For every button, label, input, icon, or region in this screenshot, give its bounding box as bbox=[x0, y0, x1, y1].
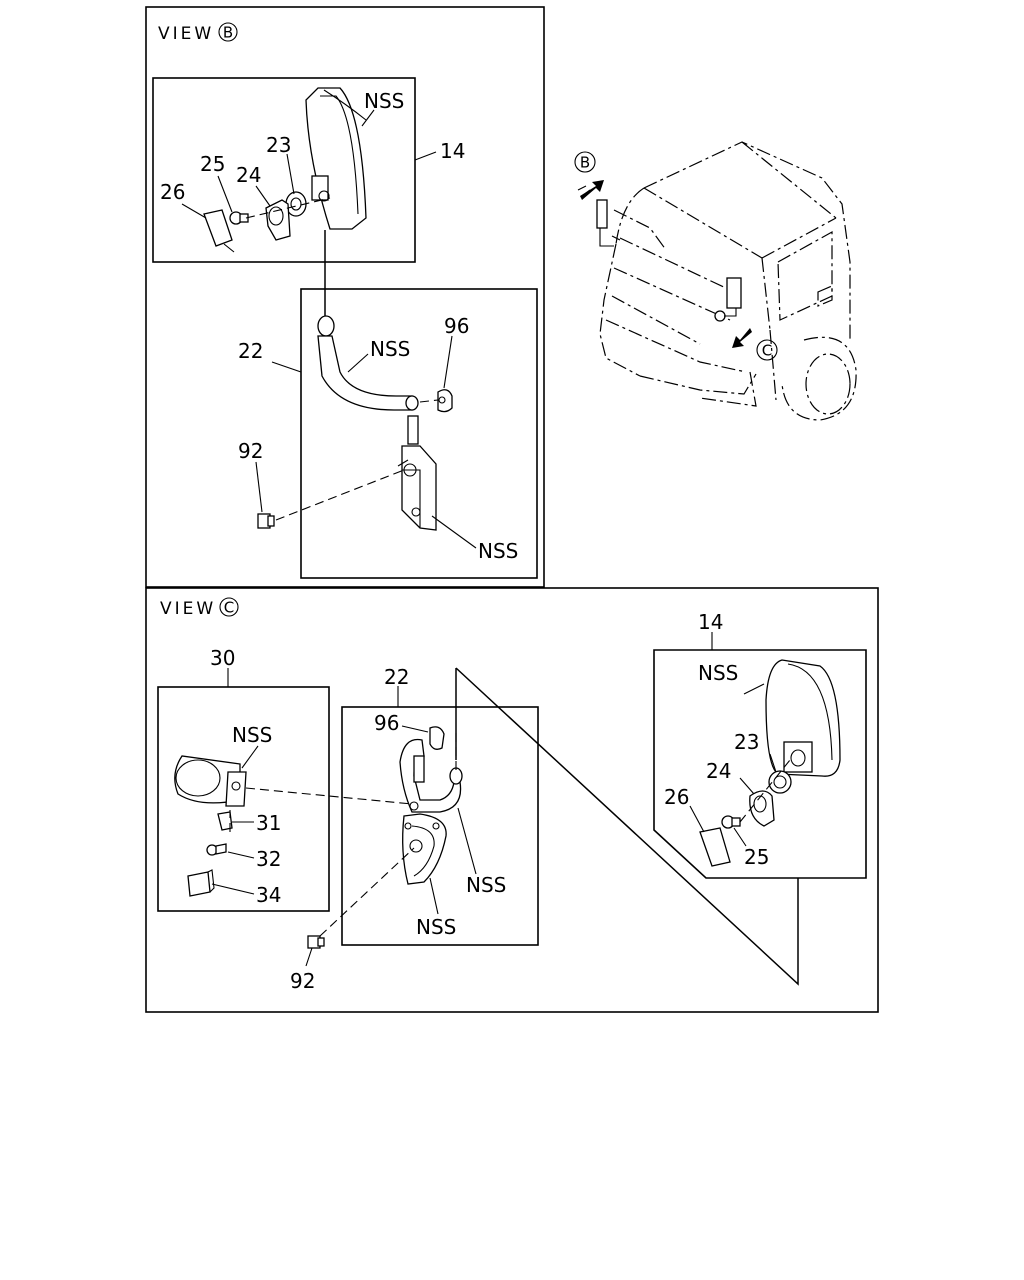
label-nss-mirror-b: NSS bbox=[364, 89, 404, 113]
label-23-c: 23 bbox=[734, 730, 759, 754]
label-31-c: 31 bbox=[256, 811, 281, 835]
label-34-c: 34 bbox=[256, 883, 281, 907]
truck-cab-overview: B C bbox=[574, 141, 857, 421]
label-25-c: 25 bbox=[744, 845, 769, 869]
view-c-panel: VIEW C 30 bbox=[145, 587, 879, 1013]
view-b-title: VIEW bbox=[158, 24, 214, 44]
view-b-part-23 bbox=[285, 191, 307, 217]
view-c-letter: C bbox=[224, 599, 234, 617]
label-96-c: 96 bbox=[374, 711, 399, 735]
view-c-part-23 bbox=[768, 770, 792, 794]
label-nss-bracket-c: NSS bbox=[416, 915, 456, 939]
view-c-part-25 bbox=[721, 815, 741, 829]
view-b-mount-bracket bbox=[397, 445, 437, 531]
label-26-c: 26 bbox=[664, 785, 689, 809]
label-nss-stay-c: NSS bbox=[466, 873, 506, 897]
view-c-stay-box: 22 96 NSS NSS bbox=[319, 665, 539, 946]
view-b-part-92-bolt bbox=[257, 513, 275, 529]
view-c-under-mirror bbox=[174, 755, 247, 807]
label-92-c: 92 bbox=[290, 969, 315, 993]
view-b-panel: VIEW B bbox=[145, 6, 545, 588]
view-c-part-26 bbox=[699, 827, 731, 867]
view-c-mirror-head bbox=[765, 659, 841, 777]
marker-b: B bbox=[574, 151, 596, 173]
label-25-b: 25 bbox=[200, 152, 225, 176]
view-b-stay-arm bbox=[317, 315, 419, 411]
view-c-mount-bracket bbox=[402, 813, 447, 885]
marker-c: C bbox=[756, 339, 778, 361]
view-c-mirror-assembly-box: 14 bbox=[653, 610, 867, 879]
view-b-part-96 bbox=[437, 389, 453, 413]
arrow-b-icon bbox=[577, 180, 604, 200]
view-c-circle-marker: C bbox=[219, 597, 239, 617]
label-nss-mirror-c: NSS bbox=[698, 661, 738, 685]
label-22-b: 22 bbox=[238, 339, 263, 363]
view-c-part-31 bbox=[217, 811, 233, 831]
label-32-c: 32 bbox=[256, 847, 281, 871]
label-nss-stay-b: NSS bbox=[370, 337, 410, 361]
label-14-c: 14 bbox=[698, 610, 723, 634]
label-nss-30-c: NSS bbox=[232, 723, 272, 747]
view-b-letter: B bbox=[223, 24, 233, 42]
view-b-part-24 bbox=[265, 199, 291, 241]
truck-mirror-c bbox=[714, 277, 742, 322]
view-b-part-25 bbox=[229, 211, 249, 225]
view-c-part-30-box: 30 NSS 31 bbox=[157, 646, 330, 912]
view-b-mirror-head bbox=[305, 87, 367, 230]
label-24-b: 24 bbox=[236, 163, 261, 187]
label-96-b: 96 bbox=[444, 314, 469, 338]
label-24-c: 24 bbox=[706, 759, 731, 783]
view-c-stay-arm bbox=[399, 738, 463, 813]
marker-c-letter: C bbox=[762, 342, 772, 360]
view-c-part-24 bbox=[749, 790, 775, 827]
view-c-part-34 bbox=[187, 869, 215, 897]
view-c-part-32 bbox=[206, 843, 227, 856]
label-92-b: 92 bbox=[238, 439, 263, 463]
truck-mirror-b bbox=[596, 199, 614, 247]
view-b-part-26 bbox=[203, 209, 235, 253]
label-26-b: 26 bbox=[160, 180, 185, 204]
arrow-c-icon bbox=[732, 328, 752, 348]
view-b-circle-marker: B bbox=[218, 22, 238, 42]
view-c-title: VIEW bbox=[160, 599, 216, 619]
label-23-b: 23 bbox=[266, 133, 291, 157]
view-c-part-92-bolt bbox=[307, 935, 325, 949]
view-b-mirror-assembly-box: NSS 23 24 25 26 bbox=[152, 77, 416, 263]
label-14-b: 14 bbox=[440, 139, 465, 163]
marker-b-letter: B bbox=[580, 154, 590, 172]
view-b-stay-box: NSS 96 NSS 92 22 bbox=[238, 230, 538, 579]
label-nss-bracket-b: NSS bbox=[478, 539, 518, 563]
label-22-c: 22 bbox=[384, 665, 409, 689]
label-30-c: 30 bbox=[210, 646, 235, 670]
view-c-part-96 bbox=[429, 726, 445, 750]
